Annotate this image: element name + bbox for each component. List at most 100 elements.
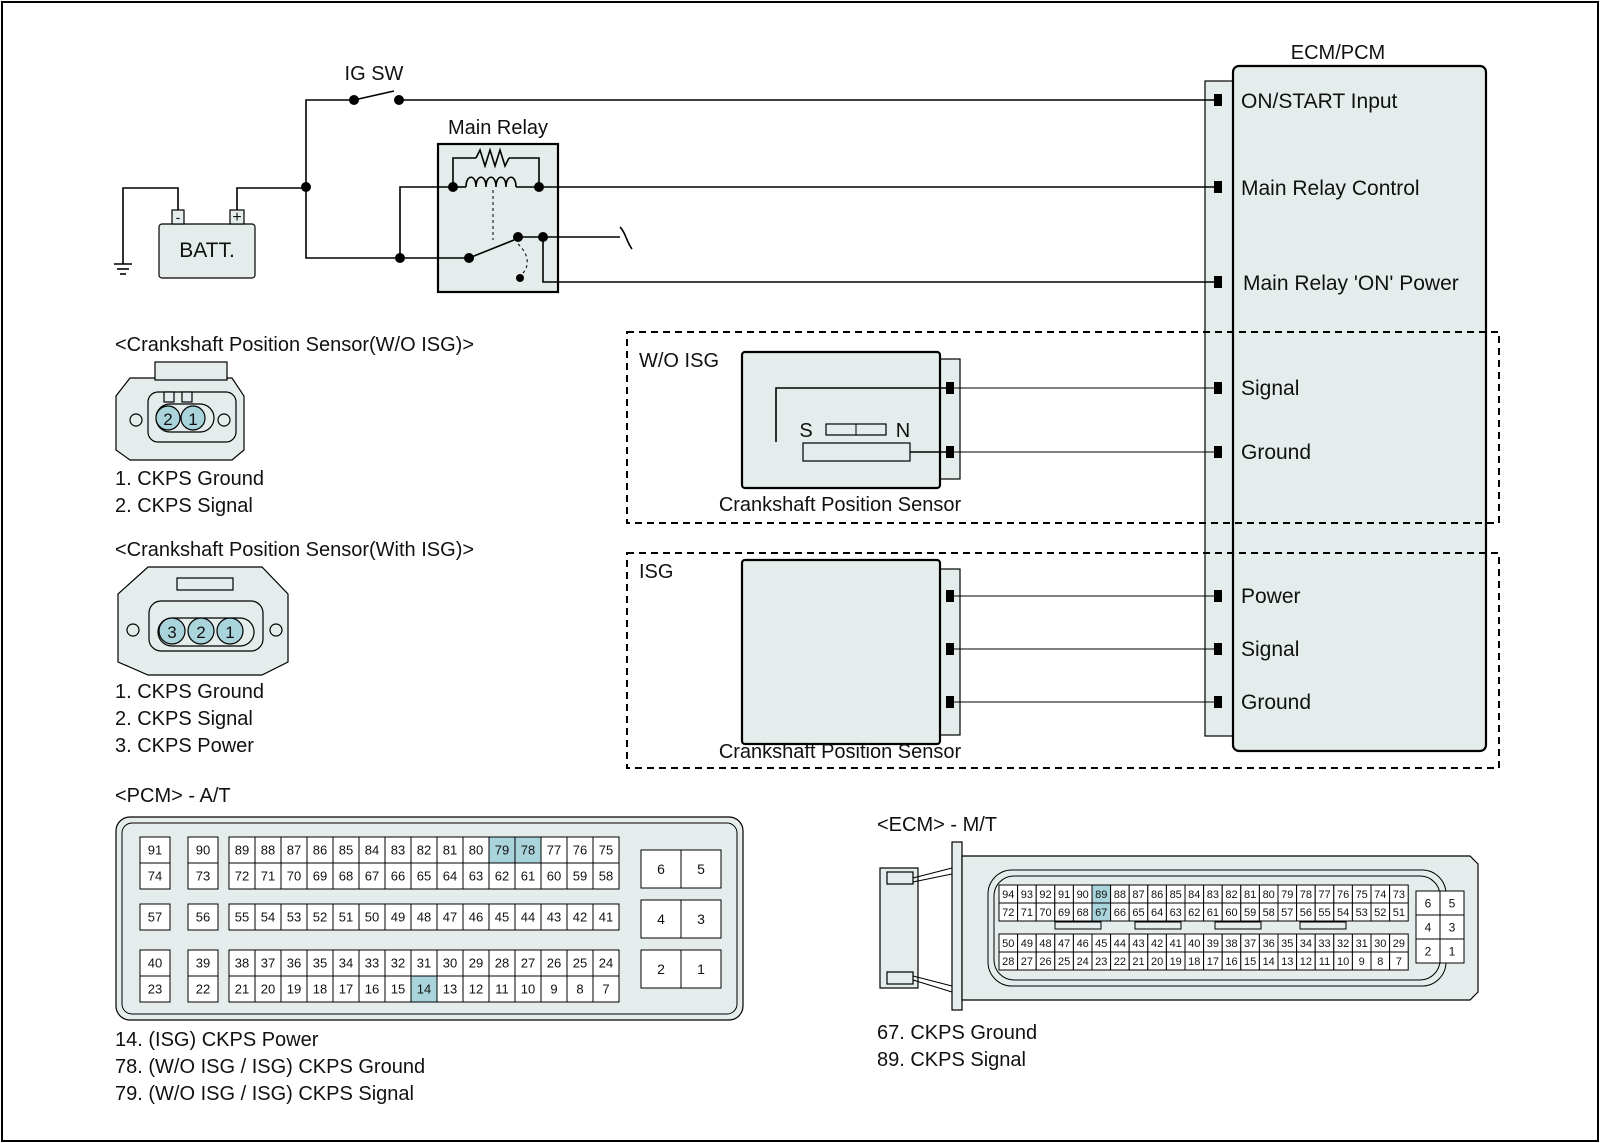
pcm-pin-11-cell (488, 975, 516, 1003)
ecm-pin-52-label: 52 (1374, 907, 1386, 919)
ecm-pin-67-label: 67 (1095, 907, 1107, 919)
ecm-pin-77-label: 77 (1318, 889, 1330, 901)
pcm-pin-27-label: 27 (521, 956, 535, 971)
pcm-pin-43-label: 43 (547, 910, 561, 925)
pcm-legend-2: 78. (W/O ISG / ISG) CKPS Ground (115, 1056, 425, 1078)
ecm-pin-ground-isg: Ground (1241, 691, 1311, 714)
pcm-pin-56-label: 56 (196, 910, 210, 925)
main-relay (395, 142, 1214, 294)
ecm-pin-70-label: 70 (1039, 907, 1051, 919)
pcm-pin-6-cell (640, 849, 682, 889)
pcm-pin-16-label: 16 (365, 982, 379, 997)
ecm-connector-legend-2: 89. CKPS Signal (877, 1049, 1026, 1071)
connector-isg-face (117, 566, 289, 676)
ecm-pin-92-label: 92 (1039, 889, 1051, 901)
ecm-pin-94-label: 94 (1002, 889, 1014, 901)
ecm-pin-57-label: 57 (1281, 907, 1293, 919)
pcm-pin-60-cell (540, 862, 568, 890)
ecm-pin-26-label: 26 (1039, 956, 1051, 968)
pcm-pin-17-label: 17 (339, 982, 353, 997)
ecm-pin-29-label: 29 (1393, 938, 1405, 950)
pcm-pin-89-label: 89 (235, 843, 249, 858)
ecm-pin-89-label: 89 (1095, 889, 1107, 901)
pcm-pin-44-label: 44 (521, 910, 535, 925)
ecm-pin-68-label: 68 (1077, 907, 1089, 919)
pcm-pin-45-cell (488, 903, 516, 931)
pcm-pin-49-label: 49 (391, 910, 405, 925)
pcm-pin-63-label: 63 (469, 869, 483, 884)
ecm-pin-19-label: 19 (1170, 956, 1182, 968)
ecm-connector-legend-1: 67. CKPS Ground (877, 1022, 1037, 1044)
main-relay-label: Main Relay (448, 117, 548, 139)
ecm-pin-45-label: 45 (1095, 938, 1107, 950)
ecm-title: ECM/PCM (1291, 42, 1385, 64)
pcm-pin-26-label: 26 (547, 956, 561, 971)
ecm-pin-9-label: 9 (1359, 956, 1365, 968)
ecm-pin-61-label: 61 (1207, 907, 1219, 919)
ecm-pin-59-label: 59 (1244, 907, 1256, 919)
pcm-pin-59-label: 59 (573, 869, 587, 884)
ecm-terminals (1214, 94, 1222, 708)
ecm-pin-32-label: 32 (1337, 938, 1349, 950)
pcm-pin-85-label: 85 (339, 843, 353, 858)
ecm-pin-power-isg: Power (1241, 585, 1301, 608)
pcm-pin-13-label: 13 (443, 982, 457, 997)
pcm-pin-73-cell (187, 862, 219, 890)
ecm-pin-2-cell (1415, 938, 1441, 964)
pcm-pin-40-label: 40 (148, 956, 162, 971)
pcm-pin-47-label: 47 (443, 910, 457, 925)
pcm-pin-53-label: 53 (287, 910, 301, 925)
ecm-pin-14-label: 14 (1263, 956, 1275, 968)
pcm-pin-84-label: 84 (365, 843, 379, 858)
ecm-pin-71-label: 71 (1021, 907, 1033, 919)
pcm-pin-46-label: 46 (469, 910, 483, 925)
ecm-pin-31-label: 31 (1356, 938, 1368, 950)
pcm-pin-48-label: 48 (417, 910, 431, 925)
pcm-pin-9-label: 9 (550, 982, 557, 997)
ecm-pin-88-label: 88 (1114, 889, 1126, 901)
pcm-pin-6-label: 6 (657, 861, 665, 877)
ecm-pin-28-label: 28 (1002, 956, 1014, 968)
connector-isg-legend-2: 2. CKPS Signal (115, 708, 253, 730)
pcm-pin-66-cell (384, 862, 412, 890)
pcm-pin-37-label: 37 (261, 956, 275, 971)
pcm-pin-23-cell (139, 975, 171, 1003)
wo-isg-group (626, 331, 1500, 524)
connector-wo-isg-face (115, 361, 245, 461)
pcm-pin-23-label: 23 (148, 982, 162, 997)
pcm-pin-39-cell (187, 949, 219, 977)
pcm-pin-8-cell (566, 975, 594, 1003)
pcm-pin-30-label: 30 (443, 956, 457, 971)
ecm-pin-65-label: 65 (1132, 907, 1144, 919)
pcm-pin-20-cell (254, 975, 282, 1003)
pcm-pin-67-cell (358, 862, 386, 890)
pcm-pin-72-cell (228, 862, 256, 890)
pcm-pin-12-label: 12 (469, 982, 483, 997)
ecm-pin-90-label: 90 (1077, 889, 1089, 901)
connector-isg-title: <Crankshaft Position Sensor(With ISG)> (115, 539, 474, 561)
wo-isg-pole-n: N (896, 420, 910, 442)
ecm-pin-27-label: 27 (1021, 956, 1033, 968)
pcm-pin-86-label: 86 (313, 843, 327, 858)
ecm-pin-11-label: 11 (1319, 956, 1330, 968)
pcm-pin-65-cell (410, 862, 438, 890)
pcm-pin-7-cell (592, 975, 620, 1003)
ig-switch-label: IG SW (345, 63, 404, 85)
ecm-pin-16-label: 16 (1225, 956, 1237, 968)
ecm-pin-main-relay-on-power: Main Relay 'ON' Power (1243, 272, 1459, 295)
pcm-pin-21-label: 21 (235, 982, 249, 997)
pcm-pin-35-cell (306, 949, 334, 977)
pcm-pin-63-cell (462, 862, 490, 890)
pcm-pin-14-label: 14 (417, 982, 431, 997)
pcm-pin-5-label: 5 (697, 861, 705, 877)
pcm-pin-1-label: 1 (697, 961, 705, 977)
ecm-pin-82-label: 82 (1225, 889, 1237, 901)
wo-isg-sensor-name: Crankshaft Position Sensor (719, 494, 962, 516)
ecm-pin-main-relay-control: Main Relay Control (1241, 177, 1420, 200)
pcm-pin-66-label: 66 (391, 869, 405, 884)
pcm-pin-33-label: 33 (365, 956, 379, 971)
ecm-pin-72-label: 72 (1002, 907, 1014, 919)
battery (114, 187, 306, 279)
ecm-pin-83-label: 83 (1207, 889, 1219, 901)
